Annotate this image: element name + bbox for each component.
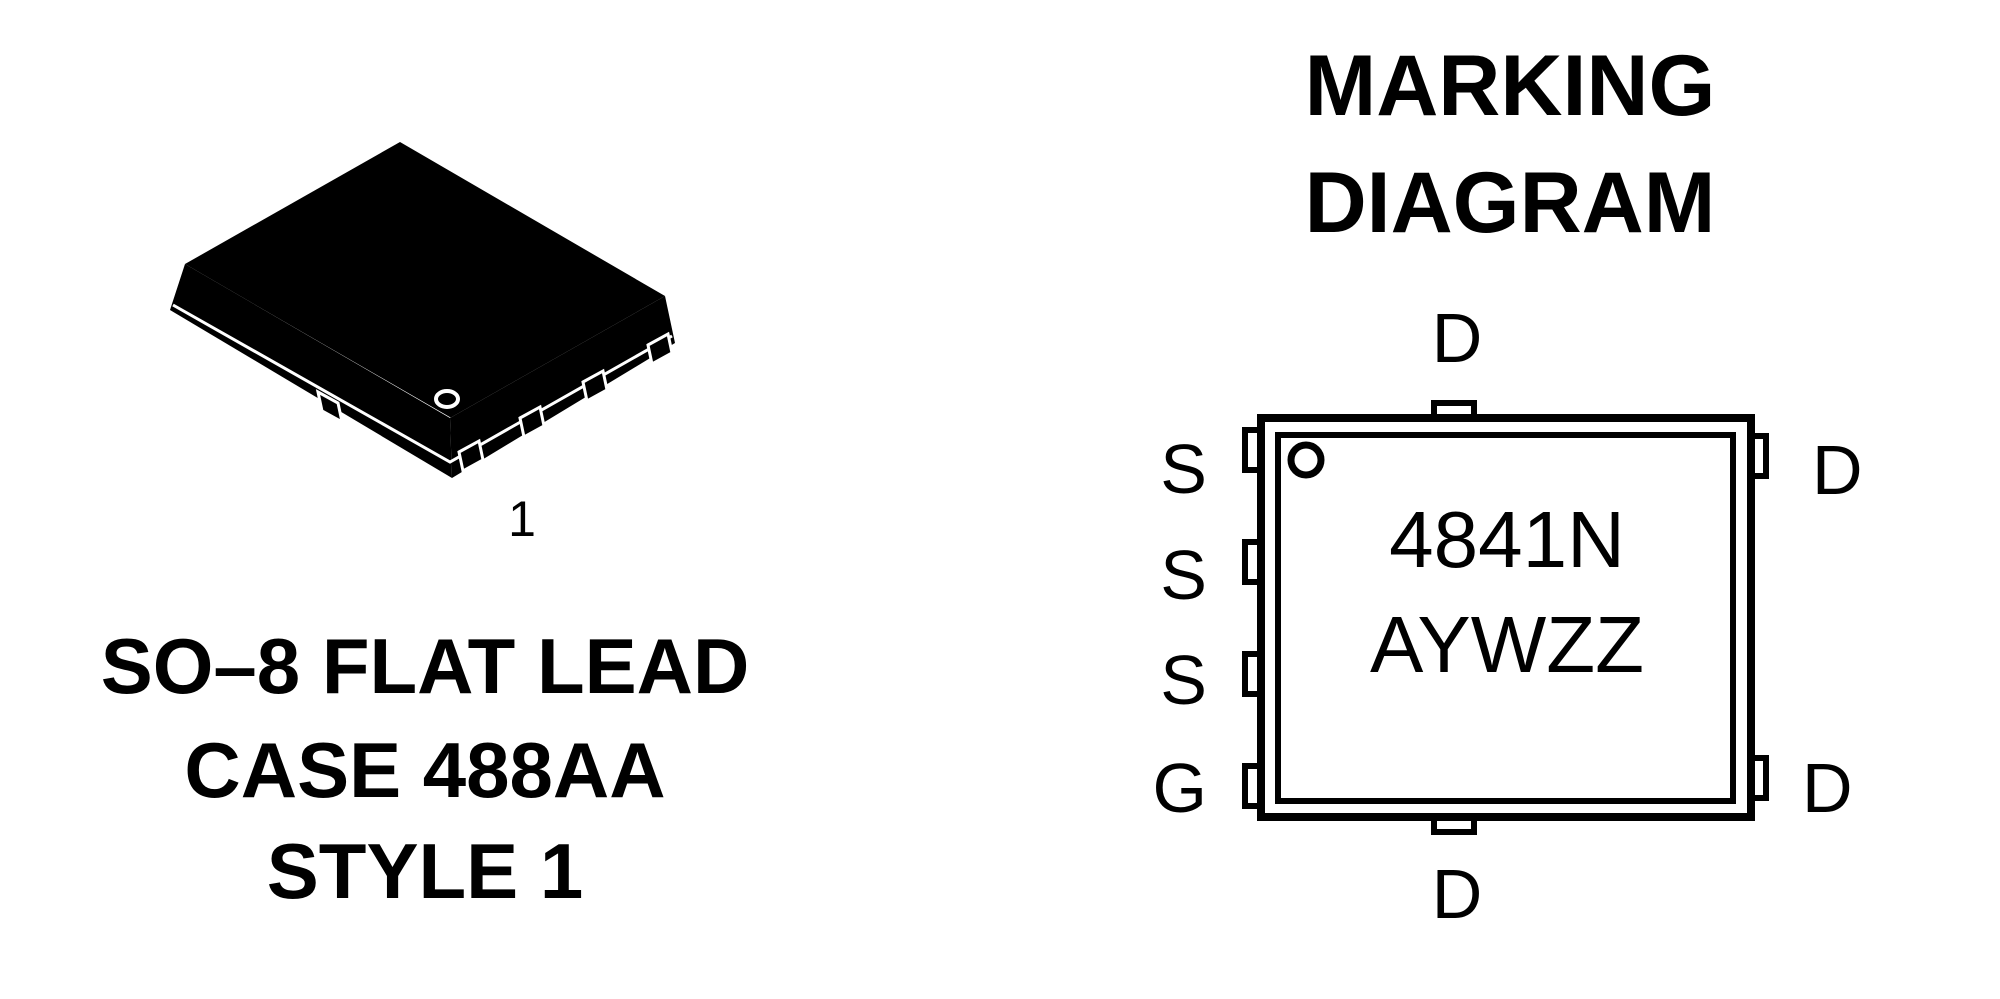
marking-text: 4841N AYWZZ — [1370, 495, 1644, 689]
pin1-label: 1 — [508, 491, 536, 547]
pin-label-right: D — [1802, 749, 1853, 827]
package-right-side — [450, 296, 675, 478]
package-lead — [581, 368, 609, 404]
package-caption-line: SO–8 FLAT LEAD — [101, 622, 750, 710]
package-leads-left — [315, 389, 345, 425]
package-caption-line: STYLE 1 — [267, 827, 583, 915]
pin-label-left: S — [1160, 536, 1207, 614]
package-leads-right — [457, 331, 674, 474]
marking-title: MARKING DIAGRAM — [1305, 38, 1716, 251]
pin-label-right: D — [1812, 431, 1863, 509]
package-lead — [457, 438, 485, 474]
marking-body-inner — [1275, 432, 1736, 804]
marking-title-line: MARKING — [1305, 38, 1716, 134]
marking-line-code: AYWZZ — [1370, 600, 1644, 689]
marking-title-line: DIAGRAM — [1305, 155, 1716, 251]
pin-label-top: D — [1432, 299, 1483, 377]
package-top-face — [185, 142, 665, 418]
pin1-dot-icon — [434, 389, 460, 409]
package-caption-line: CASE 488AA — [184, 726, 665, 814]
pin1-indicator-icon — [1287, 441, 1325, 479]
package-caption: SO–8 FLAT LEAD CASE 488AA STYLE 1 — [101, 622, 750, 915]
pin-label-left: S — [1160, 641, 1207, 719]
marking-line-device: 4841N — [1389, 495, 1625, 584]
package-lead — [315, 389, 345, 425]
marking-package-outline — [1242, 400, 1769, 835]
pin-label-left: G — [1153, 749, 1207, 827]
marking-body-outer — [1257, 414, 1755, 821]
pin-label-bottom: D — [1432, 855, 1483, 933]
marking-pin-labels: D D S S S G D D — [1153, 299, 1863, 933]
package-lead — [518, 404, 546, 440]
package-lead — [646, 331, 674, 367]
package-illustration: 1 — [170, 142, 675, 547]
pin-label-left: S — [1160, 430, 1207, 508]
